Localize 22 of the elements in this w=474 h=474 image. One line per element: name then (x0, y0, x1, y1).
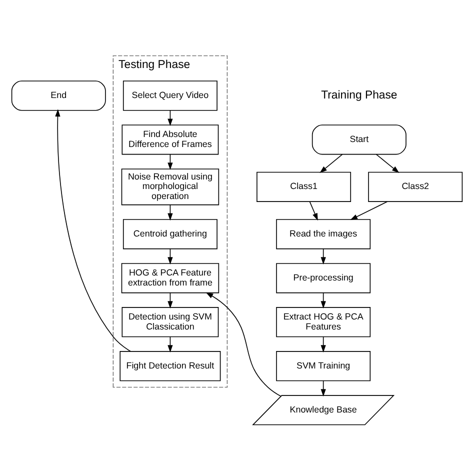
node-box: End (11, 80, 106, 111)
node-box: Class2 (368, 172, 463, 202)
arrow (206, 292, 282, 397)
node-box: Noise Removal using morphological operation (121, 168, 220, 206)
label: Training Phase (321, 90, 398, 102)
node-box: Select Query Video (122, 80, 218, 111)
arrow (55, 109, 132, 352)
node-box: SVM Training (276, 351, 371, 382)
node-box: Fight Detection Result (120, 351, 221, 382)
arrow (376, 154, 400, 174)
node-box: Class1 (256, 172, 352, 202)
node-box: HOG & PCA Feature extraction from frame (121, 263, 220, 294)
arrow (350, 201, 388, 220)
arrow (320, 154, 343, 174)
node-box: Detection using SVM Classication (122, 307, 219, 338)
node-box: Start (312, 124, 406, 155)
node-box: Find Absolute Difference of Frames (122, 124, 219, 155)
node-box: Pre-processing (276, 263, 371, 294)
node-box: Centroid gathering (122, 219, 218, 250)
arrow (309, 201, 318, 221)
node-box: Extract HOG & PCA Features (276, 307, 371, 338)
node-box: Read the images (276, 219, 371, 250)
